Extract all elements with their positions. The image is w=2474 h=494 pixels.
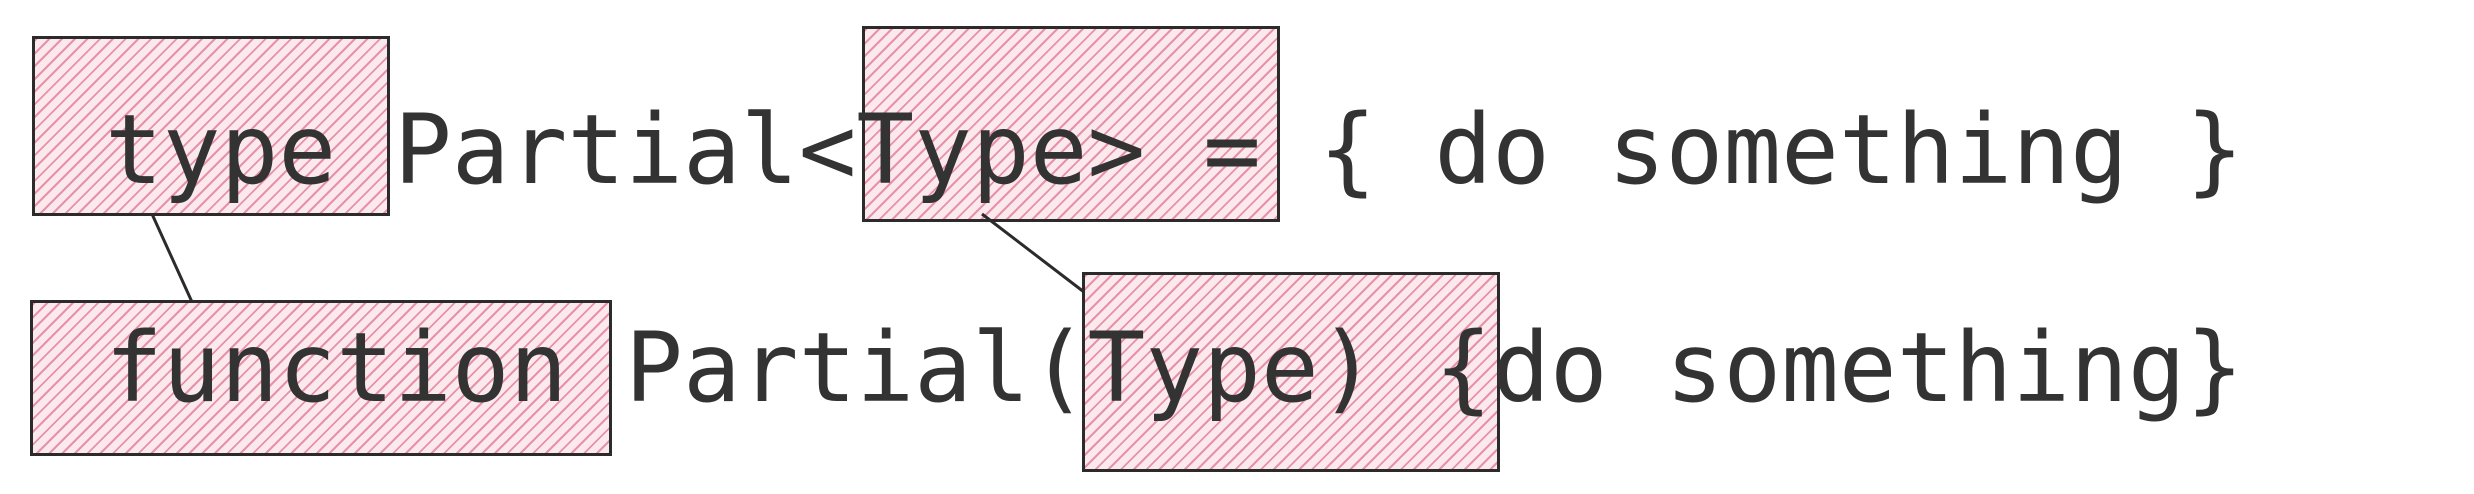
connector-generic-to-param [981, 212, 1085, 294]
code-line-type-alias: type Partial<Type> = { do something } [105, 102, 2243, 198]
highlight-function-param [1082, 272, 1500, 472]
code-line-function: function Partial(Type) {do something} [105, 320, 2243, 416]
function-body: {do something} [1376, 312, 2244, 424]
connector-type-to-function [150, 213, 194, 303]
keyword-type: type [105, 94, 337, 206]
type-body: = { do something } [1145, 94, 2244, 206]
highlight-function-keyword [30, 300, 612, 456]
type-name: Partial [393, 94, 799, 206]
function-param: (Type) [1029, 312, 1377, 424]
highlight-type-keyword [32, 36, 390, 216]
function-name: Partial [625, 312, 1030, 424]
highlight-generic-param [862, 26, 1280, 222]
keyword-function: function [105, 312, 568, 424]
generic-param: <Type> [798, 94, 1146, 206]
